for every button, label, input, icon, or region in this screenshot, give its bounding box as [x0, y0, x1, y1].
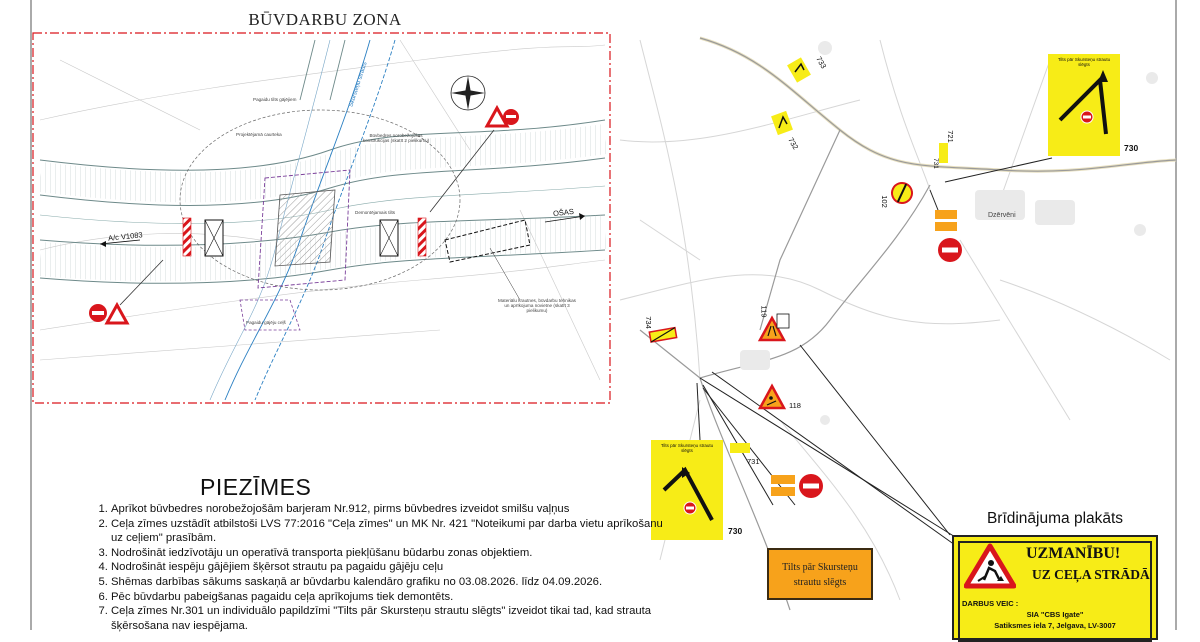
- sign-721-small: [939, 143, 948, 163]
- no-entry-sign-bottom: [799, 474, 823, 498]
- sign-731-small: [730, 443, 750, 453]
- note-item: Ceļa zīmes uzstādīt atbilstoši LVS 77:20…: [111, 517, 671, 546]
- warning-poster: UZMANĪBU! UZ CEĻA STRĀDĀ DARBUS VEIC : S…: [952, 535, 1158, 642]
- sign-number-102: 102: [879, 195, 889, 208]
- storage-note-label: Materiālu krautnes, būvdarbu tehnikas un…: [498, 298, 576, 313]
- sign-number-730-bottom: 730: [728, 526, 743, 536]
- barrier-note-label: Būvbedres norobežojošās konstrukcijas (s…: [362, 133, 430, 143]
- roadworks-icon: [964, 543, 1016, 589]
- temp-footway-label: Pagaidu tilts gājējiem: [253, 97, 297, 102]
- sign-number-118: 118: [789, 401, 801, 410]
- notes-list: Aprīkot būvbedres norobežojošām barjeram…: [83, 502, 671, 633]
- plan-sign-group-bottom-left: [89, 301, 130, 325]
- warning-heading: UZMANĪBU!: [1026, 545, 1121, 562]
- note-item: Nodrošināt iespēju gājējiem šķērsot stra…: [111, 560, 671, 575]
- site-plan: [32, 32, 611, 404]
- contractor-label: DARBUS VEIC :: [962, 599, 1019, 608]
- detour-map: [619, 36, 1177, 611]
- contractor-address: Satiksmes iela 7, Jelgava, LV-3007: [994, 621, 1116, 630]
- no-entry-sign-top: [938, 238, 962, 262]
- village-label: Dzērvēni: [988, 212, 1016, 219]
- side-road: [299, 39, 346, 101]
- temp-path-label: Pagaidu gājēju ceļš: [246, 320, 286, 325]
- zone-title: BŪVDARBU ZONA: [248, 10, 402, 29]
- bridge-plate-line-1: Tilts pār Skursteņu: [782, 562, 858, 573]
- detour-sign-caption-bottom: Tilts pār Skursteņu strautu slēgts: [660, 443, 714, 453]
- sign-number-731-top: 731: [931, 158, 939, 169]
- narrowing-warning-sign: [757, 313, 790, 342]
- note-item: Shēmas darbības sākums saskaņā ar būvdar…: [111, 575, 671, 590]
- notes-title: PIEZĪMES: [200, 474, 312, 500]
- note-item: Ceļa zīmes Nr.301 un individuālo papildz…: [111, 604, 671, 633]
- note-item: Pēc būvdarbu pabeigšanas pagaidu ceļa ap…: [111, 590, 671, 605]
- note-item: Nodrošināt iedzīvotāju un operatīvā tran…: [111, 546, 671, 561]
- north-arrow-icon: [450, 75, 486, 111]
- sign-number-734: 734: [643, 316, 653, 329]
- detour-schematic-sign-top: [1048, 54, 1120, 156]
- roadworks-warning-sign: [757, 383, 787, 410]
- end-restriction-sign-left: [648, 326, 678, 343]
- sign-733: [787, 57, 811, 83]
- contractor-name: SIA "CBS Igate": [1026, 610, 1084, 619]
- warning-poster-title: Brīdinājuma plakāts: [986, 510, 1124, 527]
- bridge-closed-plate: Tilts pār Skursteņu strautu slēgts: [767, 548, 873, 600]
- sign-number-721: 721: [945, 130, 955, 143]
- warning-subheading: UZ CEĻA STRĀDĀ: [1032, 567, 1150, 582]
- sign-number-731-bottom: 731: [747, 457, 760, 466]
- sign-number-119: 119: [759, 305, 769, 318]
- detour-schematic-sign-bottom: [651, 440, 723, 540]
- existing-bridge-label: Demontējamais tilts: [355, 210, 396, 215]
- perimeter-label: Projektējamā caurteka: [236, 132, 282, 137]
- plan-sign-group-top-right: [484, 104, 519, 128]
- sign-number-730-top: 730: [1124, 143, 1139, 153]
- end-restriction-sign-top: [891, 182, 913, 204]
- detour-sign-caption-top: Tilts pār Skursteņu strautu slēgts: [1057, 57, 1111, 67]
- bridge-plate-line-2: strautu slēgts: [793, 577, 847, 588]
- sign-732: [771, 110, 793, 136]
- note-item: Aprīkot būvbedres norobežojošām barjeram…: [111, 502, 671, 517]
